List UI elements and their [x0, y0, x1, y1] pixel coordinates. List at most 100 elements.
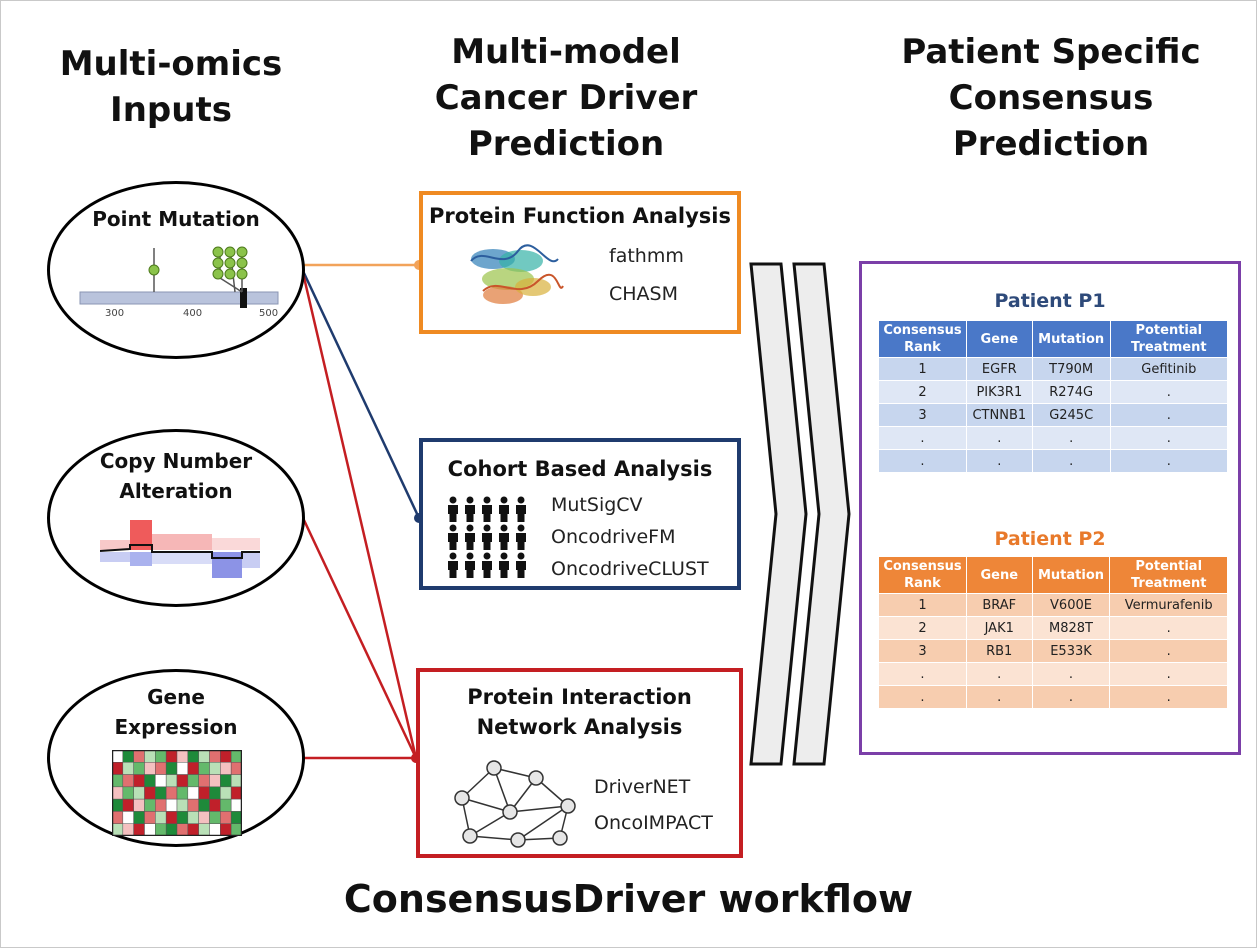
table-cell: T790M — [1031, 357, 1111, 381]
table-row: .... — [878, 685, 1228, 709]
table-cell: Vermurafenib — [1109, 593, 1228, 617]
col-gene: Gene — [965, 556, 1033, 594]
axis-tick-300: 300 — [105, 308, 125, 319]
expression-input: Gene Expression — [47, 669, 305, 847]
table-cell: . — [1109, 449, 1229, 473]
table-cell: . — [965, 426, 1033, 450]
table-cell: 1 — [878, 593, 967, 617]
table-cell: . — [1031, 426, 1111, 450]
cna-input: Copy Number Alteration — [47, 429, 305, 607]
tool-fathmm: fathmm — [609, 245, 684, 267]
table-cell: . — [965, 449, 1033, 473]
table-cell: . — [1109, 662, 1228, 686]
lollipop-plot-icon — [79, 246, 279, 308]
table-cell: PIK3R1 — [965, 380, 1033, 404]
table-cell: . — [1109, 403, 1229, 427]
tool-oncodrivefm: OncodriveFM — [551, 526, 676, 548]
table-cell: . — [1109, 426, 1229, 450]
patient-p1-title: Patient P1 — [994, 290, 1106, 312]
table-cell: 2 — [878, 616, 967, 640]
heatmap-icon — [112, 750, 242, 836]
connector-mutation-to-network — [301, 272, 418, 759]
table-cell: . — [878, 426, 967, 450]
table-cell: . — [965, 662, 1033, 686]
table-row: .... — [878, 426, 1229, 450]
tool-oncoimpact: OncoIMPACT — [594, 812, 713, 834]
protein-function-box: Protein Function Analysis fathmm CHASM — [419, 191, 741, 334]
tool-oncodriveclust: OncodriveCLUST — [551, 558, 709, 580]
table-cell: M828T — [1031, 616, 1111, 640]
table-cell: . — [1109, 380, 1229, 404]
table-cell: 3 — [878, 403, 967, 427]
connector-mutation-to-cohort — [301, 270, 421, 519]
cohort-title: Cohort Based Analysis — [447, 457, 713, 481]
point-mutation-label: Point Mutation — [92, 207, 260, 231]
models-heading: Multi-model Cancer Driver Prediction — [434, 32, 698, 164]
col-gene: Gene — [965, 320, 1033, 358]
table-cell: . — [1109, 616, 1228, 640]
network-graph-icon — [454, 760, 576, 848]
cna-plot-icon — [100, 520, 260, 578]
protein-structure-icon — [470, 244, 564, 304]
cna-label: Copy Number Alteration — [99, 449, 253, 503]
table-cell: G245C — [1031, 403, 1111, 427]
footer-title: ConsensusDriver workflow — [343, 877, 914, 921]
tool-mutsigcv: MutSigCV — [551, 494, 643, 516]
table-cell: . — [1031, 662, 1111, 686]
network-box: Protein Interaction Network Analysis Dri… — [416, 668, 743, 858]
axis-tick-500: 500 — [259, 308, 279, 319]
table-cell: Gefitinib — [1109, 357, 1229, 381]
tool-drivernet: DriverNET — [594, 776, 691, 798]
table-cell: CTNNB1 — [965, 403, 1033, 427]
chevron-arrows-icon — [749, 262, 851, 766]
table-cell: E533K — [1031, 639, 1111, 663]
table-cell: JAK1 — [965, 616, 1033, 640]
people-icon — [448, 496, 526, 578]
axis-ticks: 300 400 500 — [105, 308, 279, 322]
table-cell: BRAF — [965, 593, 1033, 617]
table-cell: . — [1109, 685, 1228, 709]
patient-p2-table: Consensus Rank Gene Mutation Potential T… — [878, 556, 1228, 709]
patient-p1-table: Consensus Rank Gene Mutation Potential T… — [878, 320, 1229, 473]
table-cell: . — [878, 449, 967, 473]
table-cell: V600E — [1031, 593, 1111, 617]
cohort-box: Cohort Based Analysis MutSigCV Oncodrive… — [419, 438, 741, 590]
table-cell: 1 — [878, 357, 967, 381]
protein-function-title: Protein Function Analysis — [429, 204, 731, 228]
axis-tick-400: 400 — [183, 308, 203, 319]
consensus-panel: Patient P1 Consensus Rank Gene Mutation … — [859, 261, 1241, 755]
col-mutation: Mutation — [1031, 556, 1111, 594]
table-cell: 3 — [878, 639, 967, 663]
table-cell: . — [878, 685, 967, 709]
col-mutation: Mutation — [1031, 320, 1111, 358]
consensus-heading: Patient Specific Consensus Prediction — [901, 32, 1201, 164]
table-cell: EGFR — [965, 357, 1033, 381]
col-rank: Consensus Rank — [878, 320, 967, 358]
patient-p2-title: Patient P2 — [994, 528, 1106, 550]
table-cell: . — [878, 662, 967, 686]
table-row: .... — [878, 662, 1228, 686]
table-cell: . — [1031, 449, 1111, 473]
table-cell: R274G — [1031, 380, 1111, 404]
table-cell: . — [1031, 685, 1111, 709]
point-mutation-input: Point Mutation 300 400 500 — [47, 181, 305, 359]
col-treatment: Potential Treatment — [1109, 320, 1229, 358]
network-title: Protein Interaction Network Analysis — [467, 685, 692, 739]
table-row: .... — [878, 449, 1229, 473]
table-cell: 2 — [878, 380, 967, 404]
col-rank: Consensus Rank — [878, 556, 967, 594]
tool-chasm: CHASM — [609, 283, 679, 305]
table-cell: . — [1109, 639, 1228, 663]
expression-label: Gene Expression — [114, 685, 238, 739]
table-cell: RB1 — [965, 639, 1033, 663]
col-treatment: Potential Treatment — [1109, 556, 1228, 594]
inputs-heading: Multi-omics Inputs — [59, 44, 283, 130]
